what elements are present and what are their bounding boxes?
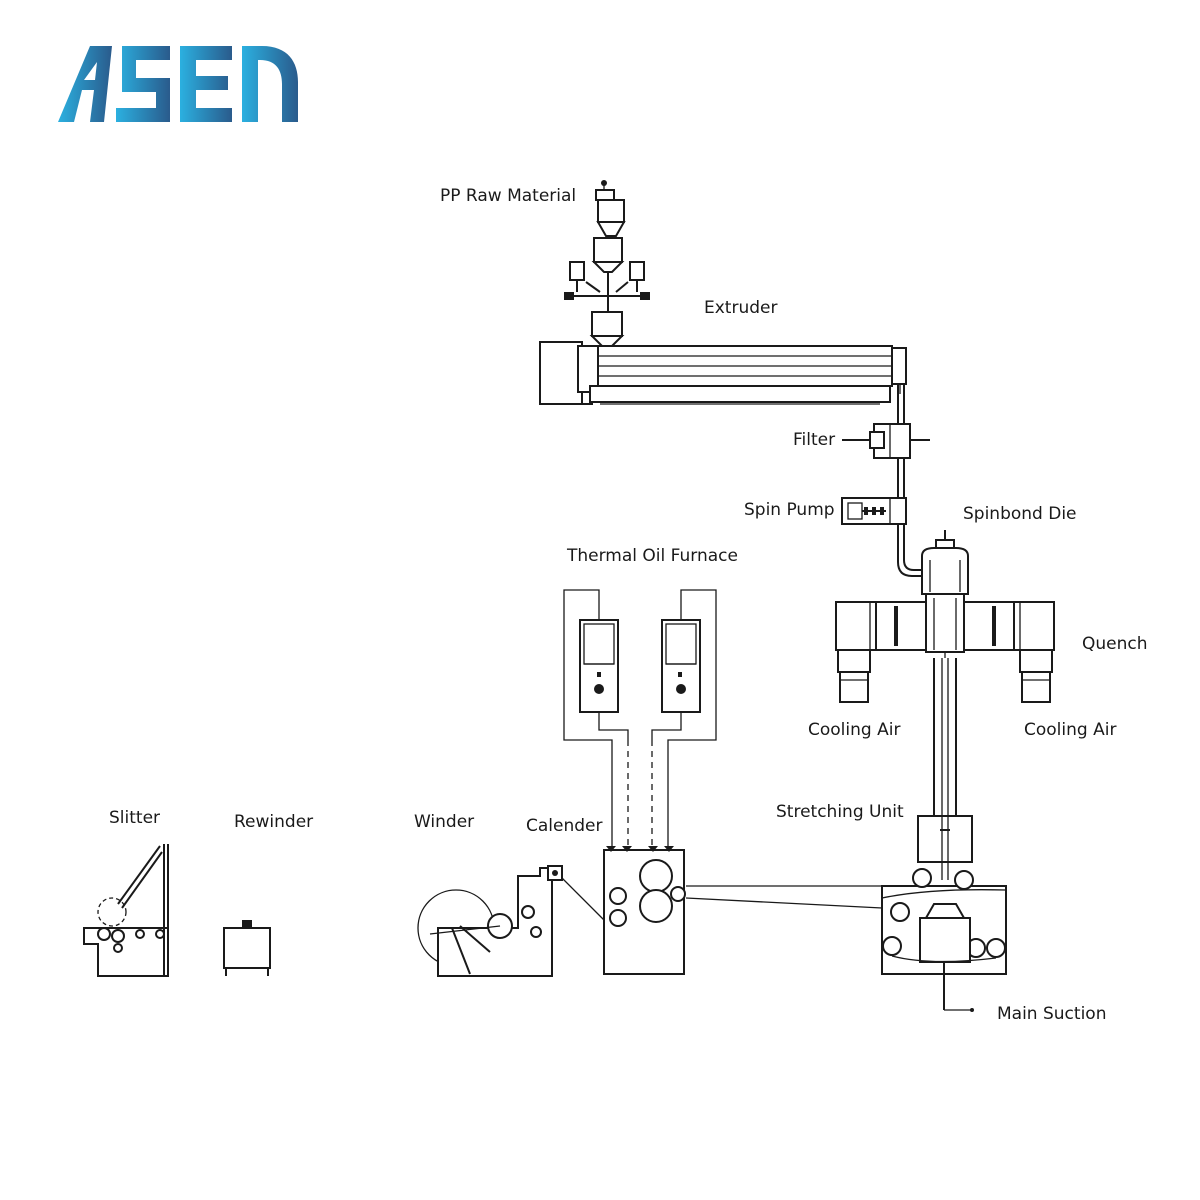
label-thermal-oil-furnace: Thermal Oil Furnace [567, 546, 738, 566]
forming-section [881, 868, 1007, 975]
filter [842, 423, 930, 459]
calender [603, 846, 686, 975]
label-rewinder: Rewinder [234, 812, 314, 832]
spin-pump [841, 497, 907, 525]
label-spin-pump: Spin Pump [744, 500, 835, 520]
thermal-oil-furnace-right [651, 589, 717, 848]
main-suction-line [943, 962, 974, 1012]
quench [835, 601, 1055, 703]
web-line [685, 885, 883, 909]
label-filter: Filter [793, 430, 836, 450]
label-spinbond-die: Spinbond Die [963, 504, 1077, 524]
extruder [539, 341, 907, 405]
spinbond-die [921, 530, 969, 653]
rewinder [223, 920, 271, 976]
slitter [83, 844, 169, 977]
stretching-unit [917, 815, 973, 880]
label-winder: Winder [414, 812, 475, 832]
draw-channel [933, 652, 957, 816]
label-main-suction: Main Suction [997, 1004, 1107, 1024]
label-cooling-air-right: Cooling Air [1024, 720, 1117, 740]
asen-logo [56, 42, 306, 132]
label-extruder: Extruder [704, 298, 778, 318]
winder [417, 865, 605, 977]
label-slitter: Slitter [109, 808, 161, 828]
label-quench: Quench [1082, 634, 1148, 654]
thermal-oil-furnace-left [563, 589, 629, 848]
label-stretching-unit: Stretching Unit [776, 802, 904, 822]
label-calender: Calender [526, 816, 603, 836]
label-pp-raw-material: PP Raw Material [440, 186, 577, 206]
hopper-feeder [564, 180, 650, 347]
label-cooling-air-left: Cooling Air [808, 720, 901, 740]
melt-pipe [897, 384, 924, 577]
